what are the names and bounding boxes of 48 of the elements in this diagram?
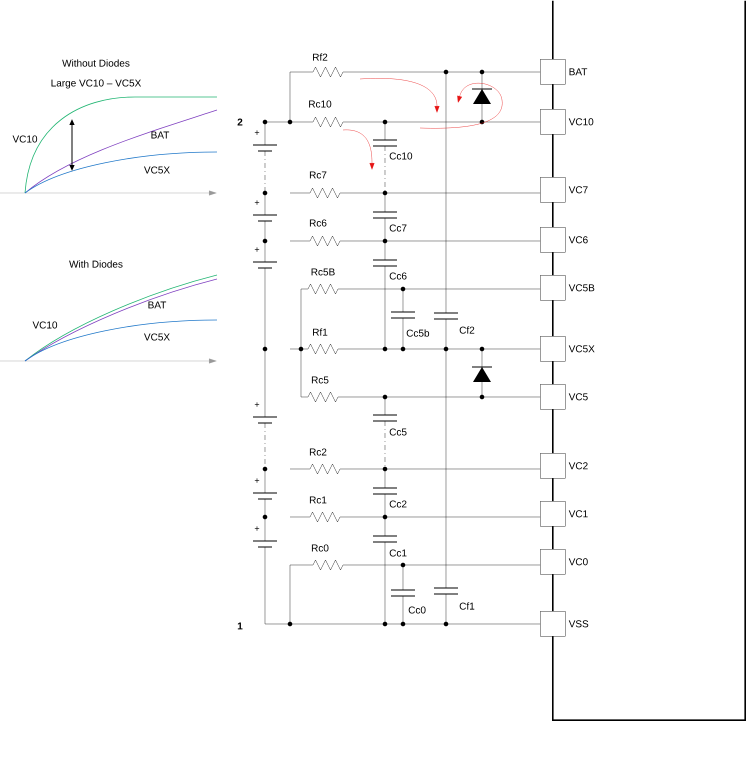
- component-label: Rc10: [309, 100, 332, 108]
- pin-label: VC5X: [568, 345, 595, 352]
- pin-label: BAT: [570, 68, 588, 76]
- curve-label: BAT: [151, 132, 170, 138]
- component-label: Cc2: [390, 500, 406, 508]
- pin-label: VC5: [568, 393, 588, 400]
- pin-label: VC5B: [568, 284, 594, 292]
- graph-title: Large VC10 – VC5X: [52, 79, 142, 89]
- component-label: Rf2: [313, 53, 328, 61]
- component-label: Rc5B: [312, 268, 335, 276]
- pin-label: VC1: [568, 510, 588, 518]
- curve-label: VC5X: [144, 333, 170, 341]
- component-label: Cc5: [390, 428, 407, 436]
- component-label: Rc6: [310, 219, 326, 227]
- terminal-label: 2: [238, 118, 242, 126]
- component-label: Cc5b: [406, 329, 430, 337]
- component-label: Cc10: [390, 152, 412, 160]
- polarity-sign: +: [254, 526, 260, 531]
- polarity-sign: +: [254, 478, 260, 483]
- pin-label: VSS: [568, 620, 588, 628]
- graph-title: With Diodes: [69, 260, 123, 268]
- curve-label: VC5X: [144, 166, 170, 174]
- polarity-sign: +: [254, 200, 260, 205]
- curve-label: VC10: [12, 135, 38, 143]
- component-label: Cc0: [408, 606, 426, 614]
- component-label: Rc5: [312, 376, 328, 384]
- pin-label: VC2: [568, 462, 588, 470]
- polarity-sign: +: [254, 130, 260, 135]
- terminal-label: 1: [238, 622, 242, 630]
- graph-title: Without Diodes: [62, 59, 130, 67]
- component-label: Cc7: [390, 224, 406, 232]
- component-label: Rf1: [313, 328, 328, 336]
- component-label: Cc6: [390, 272, 407, 280]
- pin-label: VC10: [568, 118, 594, 126]
- component-label: Cf2: [460, 326, 474, 334]
- component-label: Rc2: [310, 448, 326, 456]
- component-label: Cc1: [390, 549, 406, 557]
- pin-label: VC0: [568, 558, 588, 566]
- curve-label: VC10: [32, 321, 58, 329]
- curve-label: BAT: [148, 302, 166, 308]
- polarity-sign: +: [254, 402, 260, 407]
- pin-label: VC6: [568, 236, 588, 244]
- pin-label: VC7: [568, 186, 588, 194]
- component-label: Rc0: [312, 544, 328, 552]
- polarity-sign: +: [254, 247, 260, 252]
- component-label: Rc1: [310, 496, 326, 504]
- component-label: Rc7: [310, 172, 326, 178]
- component-label: Cf1: [460, 602, 474, 610]
